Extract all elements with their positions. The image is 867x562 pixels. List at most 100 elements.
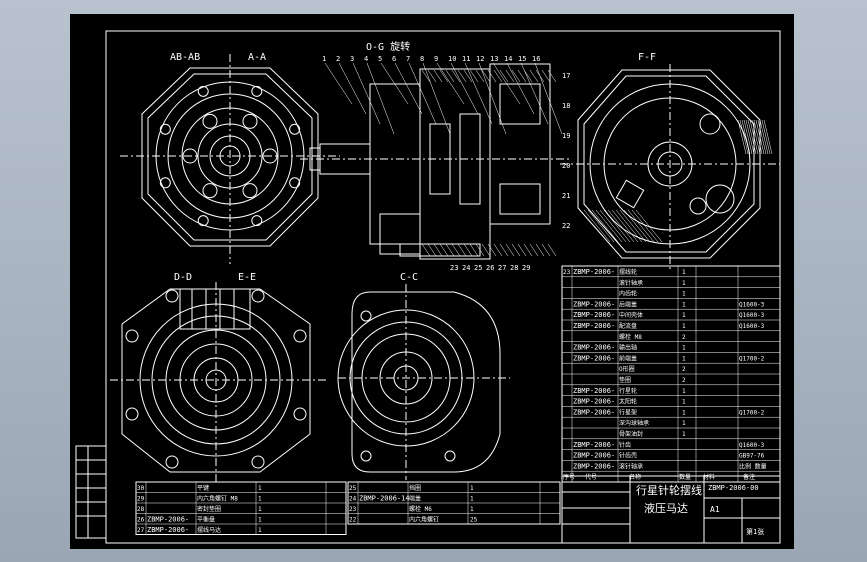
callout-17: 17: [562, 72, 570, 80]
bom-row-name: 挡圈: [409, 484, 421, 492]
bom-row-no: 24: [349, 496, 357, 503]
hatch-line: [475, 69, 485, 83]
bolt-hole: [251, 215, 263, 227]
callout-25: 25: [474, 264, 482, 272]
bom-row-qty: 1: [258, 517, 262, 524]
callout-19: 19: [562, 132, 570, 140]
bom-row-qty: 1: [258, 506, 262, 513]
bom-row-name: 后端盖: [619, 300, 637, 308]
bom-row-qty: 1: [682, 301, 686, 308]
bom-row-qty: 1: [682, 399, 686, 406]
bom-row-qty: 2: [682, 366, 686, 373]
bom-row-code: ZBMP-2006-: [147, 526, 189, 534]
bolt-hole: [197, 85, 209, 97]
bom-row-no: 25: [349, 485, 357, 492]
hatch-line: [511, 69, 521, 83]
view-label-ab-ab: AB-AB: [170, 52, 200, 63]
hatch-line: [763, 119, 773, 155]
bom-row-name: 太阳轮: [619, 398, 637, 406]
bom-row-name: 深沟球轴承: [619, 419, 649, 427]
drawing-sheet: AB-AB A-A O-G 旋转 F-F D-D E-E C-C: [70, 14, 794, 549]
hatch-line: [739, 119, 749, 155]
bom-row-name: 密封垫圈: [197, 505, 221, 513]
hatch-line: [493, 243, 503, 257]
view-label-a-a: A-A: [248, 52, 266, 63]
callout-5: 5: [378, 55, 382, 63]
bom-row-no: 23: [563, 269, 571, 276]
leader-line: [450, 62, 479, 115]
bom-row-name: 行星架: [619, 408, 637, 416]
bom-row-qty: 1: [682, 388, 686, 395]
bom-row-code: ZBMP-2006-: [573, 462, 615, 470]
bom-row-note: Q1700-2: [739, 409, 765, 416]
leader-line: [436, 62, 465, 105]
hatch-line: [451, 69, 461, 83]
hatch-line: [427, 243, 437, 257]
port-hole: [242, 113, 258, 129]
hatch-line: [481, 243, 491, 257]
hatch-line: [493, 69, 503, 83]
callout-28: 28: [510, 264, 518, 272]
drawing-number: ZBMP-2006-00: [708, 484, 759, 492]
title-line-2: 液压马达: [644, 501, 688, 515]
bom-row-qty: 25: [470, 517, 478, 524]
bom-row-code: ZBMP-2006-: [573, 354, 615, 362]
leader-line: [478, 62, 507, 135]
leader-line: [422, 62, 451, 135]
bom-row-code: ZBMP-2006-: [573, 322, 615, 330]
callout-27: 27: [498, 264, 506, 272]
bom-row-no: 22: [349, 517, 357, 524]
callout-10: 10: [448, 55, 456, 63]
leader-line: [534, 62, 563, 135]
bom-row-qty: 1: [682, 269, 686, 276]
hatch-line: [615, 209, 643, 243]
callout-21: 21: [562, 192, 570, 200]
leader-line: [352, 62, 381, 125]
hatch-line: [451, 243, 461, 257]
hatch-line: [439, 243, 449, 257]
bolt-hole: [197, 215, 209, 227]
callout-15: 15: [518, 55, 526, 63]
leader-line: [366, 62, 395, 135]
bom-row-note: Q1600-3: [739, 301, 765, 308]
bom-row-note: GB97-76: [739, 453, 765, 460]
bom-row-code: ZBMP-2006-: [573, 268, 615, 276]
callout-12: 12: [476, 55, 484, 63]
hatch-line: [757, 119, 767, 155]
hatch-line: [535, 243, 545, 257]
bom-row-qty: 1: [682, 345, 686, 352]
hatch-line: [759, 119, 769, 155]
bom-row-name: 内齿轮: [619, 290, 637, 298]
bom-row-name: 输出轴: [619, 344, 637, 352]
bom-row-name: 滚针轴承: [619, 462, 643, 470]
cad-drawing: AB-AB A-A O-G 旋转 F-F D-D E-E C-C: [75, 30, 781, 544]
bolt-hole: [251, 85, 263, 97]
bom-row-no: 23: [349, 506, 357, 513]
bom-row-name: 配流盘: [619, 322, 637, 330]
hatch-line: [751, 119, 761, 155]
hatch-line: [627, 209, 655, 243]
hatch-line: [463, 243, 473, 257]
port-hole: [242, 183, 258, 199]
hatch-line: [591, 209, 619, 243]
bom-header-cell: 代号: [585, 473, 597, 481]
hatch-line: [487, 69, 497, 83]
bom-row-name: 针齿: [619, 441, 631, 449]
hatch-line: [547, 69, 557, 83]
hatch-line: [547, 243, 557, 257]
bom-row-name: 滚针轴承: [619, 279, 643, 287]
hatch-line: [433, 69, 443, 83]
bom-row-name: 螺栓 M6: [409, 505, 432, 513]
callout-4: 4: [364, 55, 368, 63]
callout-9: 9: [434, 55, 438, 63]
bom-header-cell: 名称: [629, 473, 641, 481]
bom-row-name: 螺栓 M8: [619, 333, 642, 341]
bom-row-name: 平键: [197, 484, 209, 492]
bom-row-name: 端盖: [409, 495, 421, 503]
hatch-line: [427, 69, 437, 83]
bom-row-qty: 1: [682, 420, 686, 427]
hatch-line: [603, 209, 631, 243]
callout-14: 14: [504, 55, 512, 63]
bom-row-code: ZBMP-2006-: [573, 300, 615, 308]
